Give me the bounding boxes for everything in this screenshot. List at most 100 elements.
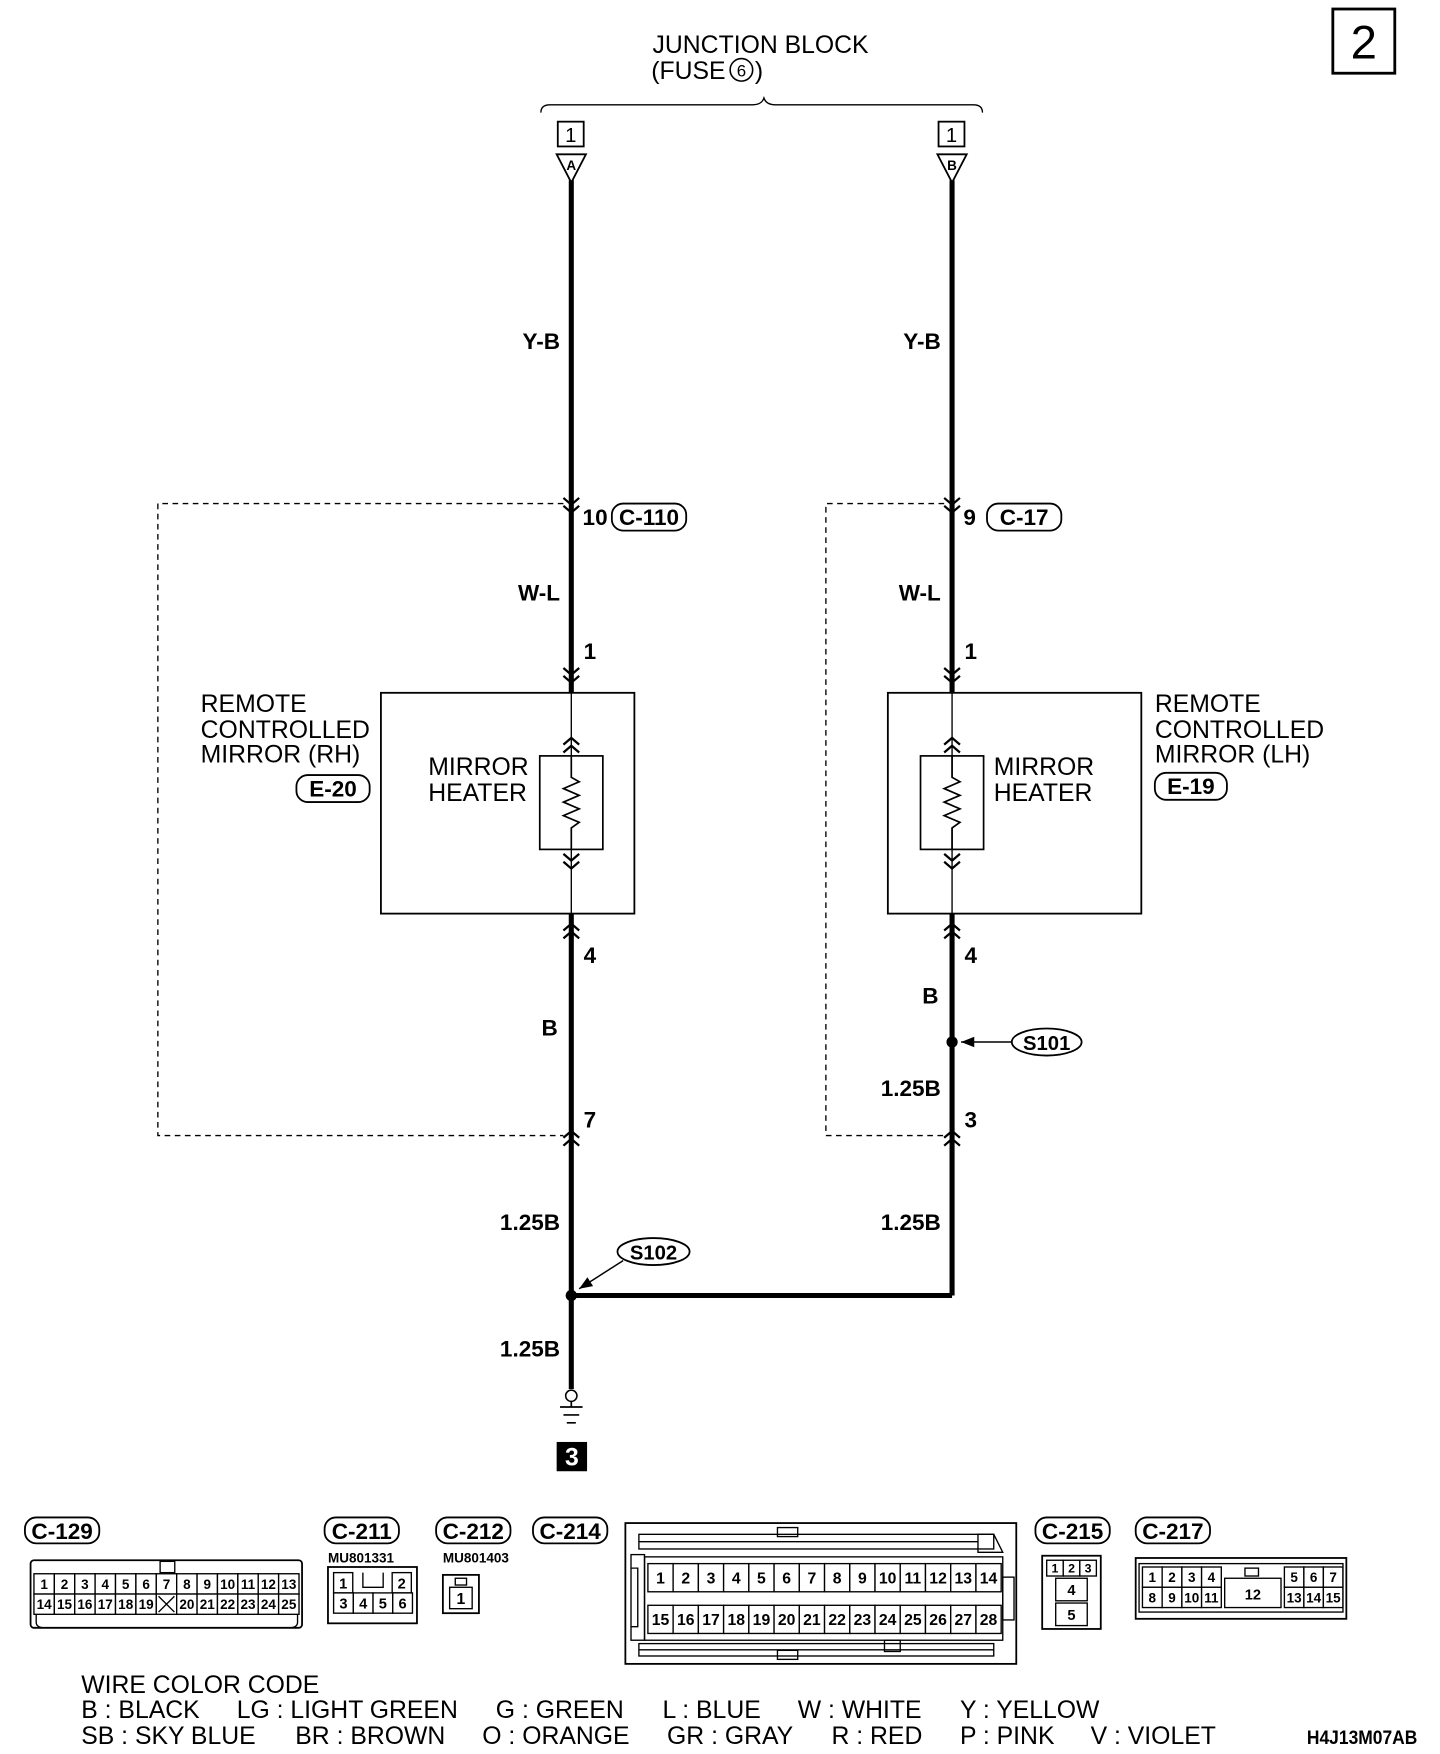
wire-color-entry: LG : LIGHT GREEN: [237, 1697, 458, 1724]
pin-number: 3: [707, 1570, 716, 1587]
pin-number: 8: [183, 1577, 191, 1592]
wire-color-code-legend: WIRE COLOR CODE B : BLACK LG : LIGHT GRE…: [81, 1672, 1216, 1750]
pin-number: 9: [1168, 1590, 1176, 1605]
terminal-pin-box: [556, 120, 585, 148]
pin-number: 5: [1067, 1608, 1075, 1624]
inline-ground-pin-rh: 7: [584, 1108, 597, 1133]
pin-number: 11: [905, 1570, 922, 1587]
wire-color-lh-feed: W-L: [899, 580, 941, 605]
connector-badge: [295, 774, 371, 803]
pin-number: 25: [904, 1612, 922, 1629]
inline-pin-lh: 9: [963, 505, 976, 530]
mirror-rh-name-line1: REMOTE: [201, 691, 307, 718]
pin-number: 15: [57, 1597, 73, 1612]
wire-color-lh-supply: Y-B: [903, 329, 941, 354]
wire-color-entry: SB : SKY BLUE: [81, 1723, 255, 1750]
wire-color-entry: GR : GRAY: [667, 1723, 793, 1750]
pin-number: 6: [399, 1596, 407, 1612]
pin-number: 7: [1329, 1570, 1337, 1585]
pin-number: 13: [955, 1570, 973, 1587]
pin-number: 1: [656, 1570, 665, 1587]
pin-number: 7: [163, 1577, 171, 1592]
pin-number: 20: [778, 1612, 796, 1629]
pin-number: 20: [179, 1597, 194, 1612]
pin-number: 6: [142, 1577, 150, 1592]
pin-number: 9: [204, 1577, 212, 1592]
pin-cavity: [697, 1562, 725, 1593]
pin-number: 27: [955, 1612, 973, 1629]
pin-cavity: [874, 1604, 901, 1635]
ground-reference-box: [556, 1441, 588, 1472]
heater-rh-label-line2: HEATER: [428, 780, 527, 807]
mirror-rh-name-line3: MIRROR (RH): [201, 742, 361, 769]
ground-icon: [560, 1389, 583, 1424]
pin-number: 13: [281, 1577, 297, 1592]
pin-number: 10: [1184, 1590, 1199, 1605]
pin-number: 19: [753, 1612, 771, 1629]
terminal-letter: A: [566, 158, 576, 173]
mirror-pin-in-rh: 1: [584, 639, 597, 664]
pin-number: 3: [1188, 1570, 1196, 1585]
pin-number: 1: [1149, 1570, 1157, 1585]
terminal-letter: B: [947, 158, 957, 173]
pin-cavity: [773, 1562, 800, 1593]
pin-cavity: [975, 1562, 1002, 1593]
mirror-pin-in-lh: 1: [964, 639, 977, 664]
mirror-lh-component: MIRROR HEATER: [886, 691, 1143, 915]
fuse-number: 6: [737, 62, 746, 81]
pin-number: 4: [732, 1570, 741, 1587]
pin-number: 23: [241, 1597, 257, 1612]
mirror-pin-out-rh: 4: [584, 943, 597, 968]
mirror-lh-name-line3: MIRROR (LH): [1155, 742, 1310, 769]
pin-number: 19: [139, 1597, 154, 1612]
splice-s101-dot: [946, 1036, 958, 1048]
connector-c214-label: C-214: [540, 1519, 602, 1544]
pin-number: 3: [339, 1596, 347, 1612]
pin-number: 18: [727, 1612, 745, 1629]
wire-color-rh-supply: Y-B: [522, 329, 560, 354]
wire-color-lh-splice: 1.25B: [881, 1076, 941, 1101]
pin-number: 4: [102, 1577, 110, 1592]
connector-c217-label: C-217: [1142, 1519, 1203, 1544]
pin-number: 12: [929, 1570, 947, 1587]
mirror-rh-name-line2: CONTROLLED: [201, 717, 370, 744]
heater-rh-resistor-icon: [561, 755, 582, 850]
junction-block-title: JUNCTION BLOCK: [653, 32, 870, 59]
connector-badge: [610, 502, 688, 532]
pin-number: 16: [77, 1597, 93, 1612]
pin-number: 15: [1326, 1590, 1342, 1605]
pin-number: 5: [757, 1570, 766, 1587]
diagram-code: H4J13M07AB: [1307, 1728, 1417, 1749]
pin-cavity: [849, 1562, 876, 1593]
pin-number: 3: [81, 1577, 89, 1592]
pin-cavity: [899, 1604, 927, 1635]
pin-number: 21: [200, 1597, 216, 1612]
pin-number: 22: [220, 1597, 235, 1612]
connector-badge: [532, 1516, 609, 1545]
inline-connector-rh: C-110: [619, 505, 679, 530]
pin-number: 7: [808, 1570, 817, 1587]
pin-number: 6: [1310, 1570, 1318, 1585]
heater-lh-label-line1: MIRROR: [994, 754, 1094, 781]
pin-cavity: [1079, 1559, 1098, 1577]
splice-s102-dot: [565, 1289, 577, 1302]
pin-cavity: [392, 1592, 414, 1614]
pin-number: 18: [118, 1597, 134, 1612]
heater-lh-resistor-icon: [942, 755, 963, 850]
connector-badge: [1153, 771, 1228, 801]
pin-cavity: [277, 1593, 300, 1615]
pin-cavity: [1200, 1586, 1222, 1609]
pin-number: 15: [652, 1612, 670, 1629]
wire-color-lh-ground-branch: 1.25B: [881, 1210, 941, 1235]
wire-color-entry: Y : YELLOW: [960, 1697, 1100, 1724]
connector-c212-key: [454, 1577, 468, 1586]
wire-color-rh-feed: W-L: [518, 580, 560, 605]
pin-cavity: [748, 1562, 775, 1593]
pin-number: 17: [98, 1597, 113, 1612]
wire-color-entry: R : RED: [832, 1723, 923, 1750]
